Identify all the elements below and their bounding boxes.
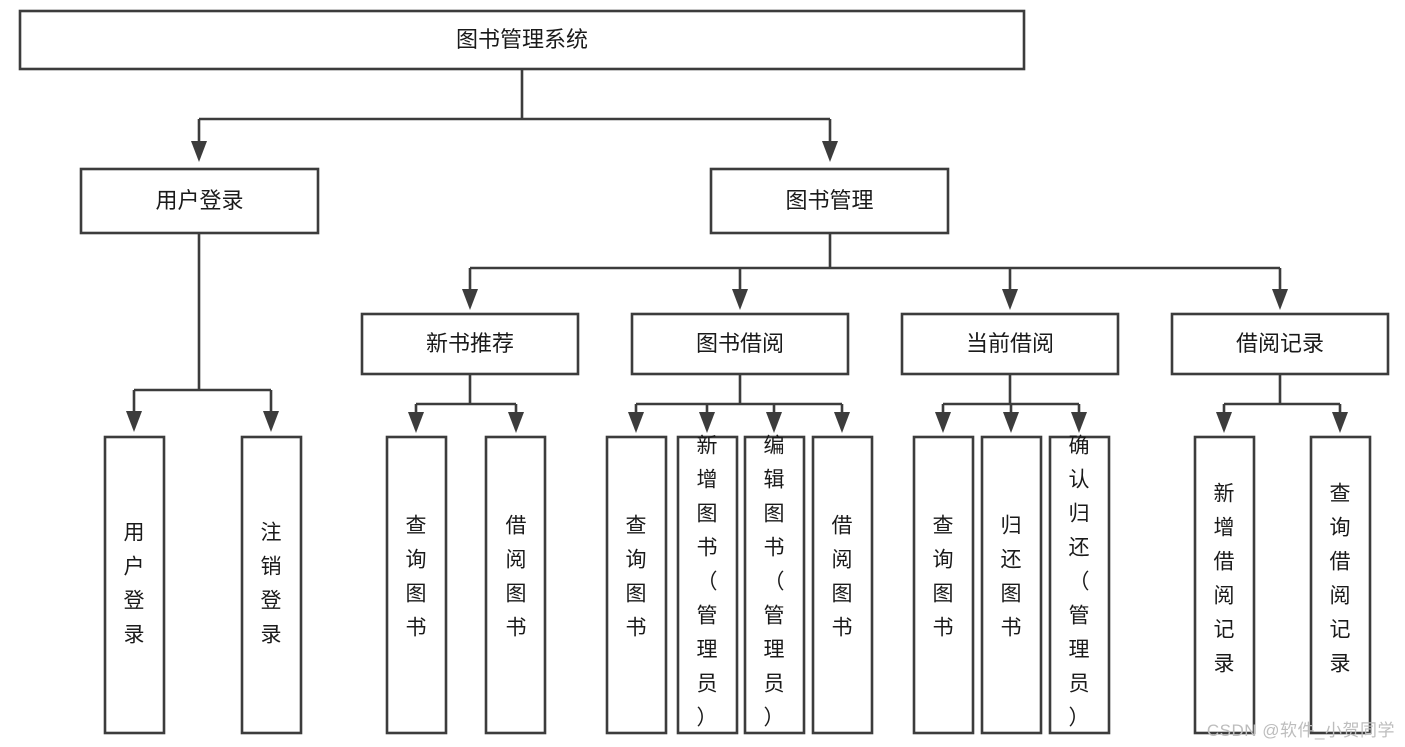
node-user-login[interactable]: 用户登录 <box>79 167 320 235</box>
node-leaf-borrow-book-1-rect[interactable] <box>484 435 547 735</box>
node-user-login-rect[interactable] <box>79 167 320 235</box>
node-new-book-recommend-rect[interactable] <box>360 312 580 376</box>
node-book-manage[interactable]: 图书管理 <box>709 167 950 235</box>
node-root-rect[interactable] <box>18 9 1026 71</box>
node-leaf-query-book-3-label: 查询图书 <box>933 515 954 640</box>
node-leaf-borrow-book-2[interactable]: 借阅图书 <box>811 435 874 735</box>
node-leaf-query-book-3[interactable]: 查询图书 <box>912 435 975 735</box>
node-leaf-query-book-2[interactable]: 查询图书 <box>605 435 668 735</box>
node-leaf-query-book-3-rect[interactable] <box>912 435 975 735</box>
node-leaf-add-record-rect[interactable] <box>1193 435 1256 735</box>
arrow-head-icon <box>1003 412 1019 433</box>
node-leaf-edit-book-label: 编辑图书（管理员） <box>764 435 785 730</box>
node-leaf-query-book-1[interactable]: 查询图书 <box>385 435 448 735</box>
arrow-head-icon <box>699 412 715 433</box>
node-borrow-record-rect[interactable] <box>1170 312 1390 376</box>
node-book-borrow-label: 图书借阅 <box>696 331 784 356</box>
connector-group-current-borrow <box>935 374 1087 433</box>
node-leaf-query-book-2-label: 查询图书 <box>626 515 647 640</box>
node-leaf-confirm-return-rect[interactable] <box>1048 435 1111 735</box>
node-leaf-query-book-1-rect[interactable] <box>385 435 448 735</box>
arrow-head-icon <box>628 412 644 433</box>
node-leaf-add-record-label: 新增借阅记录 <box>1214 483 1235 676</box>
connector-group-book-manage <box>462 233 1288 310</box>
node-leaf-borrow-book-2-label: 借阅图书 <box>832 515 853 640</box>
arrow-head-icon <box>766 412 782 433</box>
node-leaf-query-record-rect[interactable] <box>1309 435 1372 735</box>
node-leaf-query-record-label: 查询借阅记录 <box>1330 483 1351 676</box>
node-leaf-add-record[interactable]: 新增借阅记录 <box>1193 435 1256 735</box>
node-leaf-add-book[interactable]: 新增图书（管理员） <box>676 435 739 735</box>
node-leaf-user-login-rect[interactable] <box>103 435 166 735</box>
node-leaf-user-logout-rect[interactable] <box>240 435 303 735</box>
arrow-head-icon <box>1272 289 1288 310</box>
node-current-borrow[interactable]: 当前借阅 <box>900 312 1120 376</box>
node-new-book-recommend[interactable]: 新书推荐 <box>360 312 580 376</box>
node-current-borrow-rect[interactable] <box>900 312 1120 376</box>
arrow-head-icon <box>408 412 424 433</box>
arrow-head-icon <box>508 412 524 433</box>
node-leaf-user-logout-label: 注销登录 <box>261 522 282 647</box>
node-leaf-return-book[interactable]: 归还图书 <box>980 435 1043 735</box>
connector-group-book-borrow <box>628 374 850 433</box>
node-leaf-confirm-return-label: 确认归还（管理员） <box>1069 435 1090 730</box>
node-book-borrow-rect[interactable] <box>630 312 850 376</box>
connector-group-borrow-record <box>1216 374 1348 433</box>
node-leaf-return-book-rect[interactable] <box>980 435 1043 735</box>
arrow-head-icon <box>732 289 748 310</box>
arrow-head-icon <box>1216 412 1232 433</box>
node-root[interactable]: 图书管理系统 <box>18 9 1026 71</box>
arrow-head-icon <box>935 412 951 433</box>
node-user-login-label: 用户登录 <box>155 188 243 213</box>
connector-group-recommend <box>408 374 524 433</box>
node-current-borrow-label: 当前借阅 <box>966 331 1054 356</box>
node-root-label: 图书管理系统 <box>456 27 588 52</box>
node-leaf-add-book-rect[interactable] <box>676 435 739 735</box>
node-leaf-user-logout[interactable]: 注销登录 <box>240 435 303 735</box>
arrow-head-icon <box>822 141 838 162</box>
node-borrow-record[interactable]: 借阅记录 <box>1170 312 1390 376</box>
node-leaf-query-book-2-rect[interactable] <box>605 435 668 735</box>
arrow-head-icon <box>462 289 478 310</box>
watermark-label: CSDN @软件_小贺同学 <box>1206 721 1395 740</box>
connector-group-user-login <box>126 233 279 432</box>
node-leaf-return-book-label: 归还图书 <box>1001 515 1022 640</box>
node-leaf-edit-book[interactable]: 编辑图书（管理员） <box>743 435 806 735</box>
node-book-manage-label: 图书管理 <box>785 188 873 213</box>
node-leaf-borrow-book-2-rect[interactable] <box>811 435 874 735</box>
node-leaf-query-book-1-label: 查询图书 <box>406 515 427 640</box>
node-book-manage-rect[interactable] <box>709 167 950 235</box>
node-leaf-edit-book-rect[interactable] <box>743 435 806 735</box>
node-leaf-user-login[interactable]: 用户登录 <box>103 435 166 735</box>
node-leaf-add-book-label: 新增图书（管理员） <box>697 435 718 730</box>
connector-group-root <box>191 69 838 162</box>
arrow-head-icon <box>263 411 279 432</box>
node-leaf-borrow-book-1[interactable]: 借阅图书 <box>484 435 547 735</box>
arrow-head-icon <box>834 412 850 433</box>
node-borrow-record-label: 借阅记录 <box>1236 331 1324 356</box>
node-new-book-recommend-label: 新书推荐 <box>426 331 514 356</box>
node-book-borrow[interactable]: 图书借阅 <box>630 312 850 376</box>
arrow-head-icon <box>126 411 142 432</box>
node-leaf-borrow-book-1-label: 借阅图书 <box>506 515 527 640</box>
arrow-head-icon <box>191 141 207 162</box>
arrow-head-icon <box>1071 412 1087 433</box>
arrow-head-icon <box>1332 412 1348 433</box>
node-leaf-confirm-return[interactable]: 确认归还（管理员） <box>1048 435 1111 735</box>
node-leaf-query-record[interactable]: 查询借阅记录 <box>1309 435 1372 735</box>
node-leaf-user-login-label: 用户登录 <box>124 522 145 647</box>
arrow-head-icon <box>1002 289 1018 310</box>
